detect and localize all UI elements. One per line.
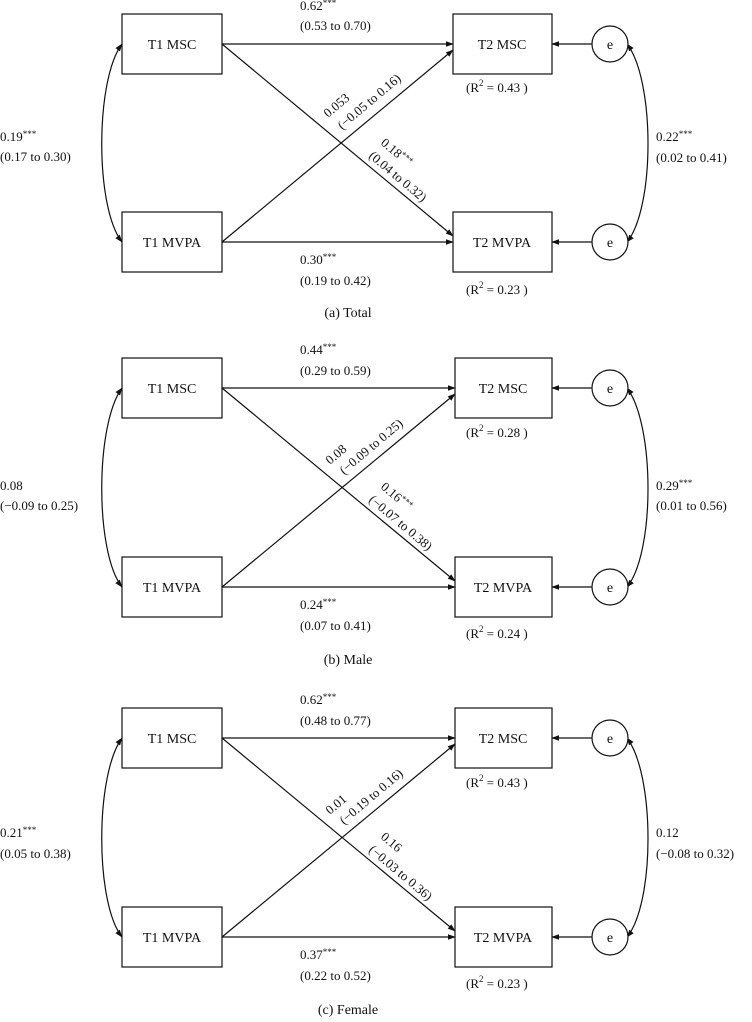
node-t1-msc: [121, 357, 223, 419]
t2-covariance-arc: [626, 387, 649, 588]
path-msc-to-mvpa: [221, 387, 456, 582]
r2-t2-msc: (R2 = 0.28 ): [466, 423, 528, 440]
ci-msc-to-msc: (0.29 to 0.59): [300, 363, 371, 378]
node-t1-mvpa: [121, 556, 223, 618]
coef-t1-covariance: 0.19***: [0, 129, 37, 144]
node-t1-msc-label: T1 MSC: [148, 38, 197, 53]
node-t1-msc-label: T1 MSC: [148, 382, 197, 397]
coef-msc-to-msc: 0.62***: [300, 692, 337, 707]
node-t2-mvpa: [454, 556, 553, 618]
coef-msc-to-msc: 0.44***: [300, 342, 337, 357]
t2-covariance-arc: [626, 737, 649, 938]
path-mvpa-to-msc: [221, 393, 456, 588]
panel-caption: (c) Female: [318, 1003, 378, 1018]
error-node-msc: [591, 719, 629, 757]
r2-t2-msc: (R2 = 0.43 ): [466, 773, 528, 790]
error-node-msc-label: e: [607, 38, 613, 53]
node-t2-mvpa: [454, 906, 553, 968]
r2-t2-mvpa: (R2 = 0.24 ): [466, 624, 528, 641]
panel-total: T1 MSC T1 MVPA T2 MSC T2 MVPA e e (R2 = …: [0, 0, 727, 321]
t1-covariance-arc: [101, 737, 123, 938]
error-node-mvpa-label: e: [607, 581, 613, 596]
node-t2-mvpa: [452, 211, 553, 273]
ci-mvpa-to-mvpa: (0.22 to 0.52): [300, 968, 371, 983]
coef-t2-covariance: 0.22***: [656, 129, 693, 144]
node-t1-mvpa: [121, 906, 223, 968]
node-t1-msc: [121, 13, 223, 75]
node-t2-msc-label: T2 MSC: [479, 382, 528, 397]
r2-t2-msc: (R2 = 0.43 ): [466, 78, 528, 95]
error-node-mvpa: [591, 223, 629, 261]
error-node-mvpa-label: e: [607, 931, 613, 946]
ci-t1-covariance: (0.05 to 0.38): [0, 846, 71, 861]
node-t1-mvpa-label: T1 MVPA: [143, 236, 202, 251]
ci-mvpa-to-mvpa: (0.19 to 0.42): [300, 273, 371, 288]
r2-t2-mvpa: (R2 = 0.23 ): [466, 974, 528, 991]
node-t1-msc: [121, 707, 223, 769]
error-node-msc-label: e: [607, 382, 613, 397]
ci-t2-covariance: (0.02 to 0.41): [656, 150, 727, 165]
ci-t2-covariance: (−0.08 to 0.32): [656, 846, 734, 861]
coef-t2-covariance: 0.29***: [656, 478, 693, 493]
ci-t2-covariance: (0.01 to 0.56): [656, 498, 727, 513]
t1-covariance-arc: [101, 43, 123, 243]
node-t1-mvpa-label: T1 MVPA: [143, 581, 202, 596]
coef-t1-covariance: 0.21***: [0, 825, 37, 840]
node-t1-msc-label: T1 MSC: [148, 732, 197, 747]
node-t2-mvpa-label: T2 MVPA: [474, 581, 533, 596]
error-node-msc: [591, 25, 629, 63]
path-mvpa-to-msc: [221, 49, 454, 243]
path-msc-to-mvpa: [221, 737, 456, 932]
ci-msc-to-msc: (0.48 to 0.77): [300, 713, 371, 728]
node-t1-mvpa: [121, 211, 223, 273]
node-t2-msc-label: T2 MSC: [478, 38, 527, 53]
coef-t1-covariance: 0.08: [0, 478, 23, 493]
error-node-mvpa: [591, 918, 629, 956]
error-node-mvpa: [591, 568, 629, 606]
coef-msc-to-msc: 0.62***: [300, 0, 337, 13]
error-node-mvpa-label: e: [607, 236, 613, 251]
coef-t2-covariance: 0.12: [656, 825, 679, 840]
node-t1-mvpa-label: T1 MVPA: [143, 931, 202, 946]
ci-t1-covariance: (−0.09 to 0.25): [0, 498, 78, 513]
path-mvpa-to-msc: [221, 743, 456, 938]
t1-covariance-arc: [101, 387, 123, 588]
t2-covariance-arc: [626, 43, 649, 243]
ci-mvpa-to-mvpa: (0.07 to 0.41): [300, 618, 371, 633]
error-node-msc: [591, 369, 629, 407]
panel-caption: (a) Total: [324, 306, 371, 321]
panel-female: T1 MSC T1 MVPA T2 MSC T2 MVPA e e (R2 = …: [0, 692, 734, 1018]
ci-t1-covariance: (0.17 to 0.30): [0, 149, 71, 164]
coef-mvpa-to-mvpa: 0.24***: [300, 597, 337, 612]
node-t2-msc: [452, 13, 553, 75]
node-t2-msc: [454, 357, 553, 419]
error-node-msc-label: e: [607, 732, 613, 747]
r2-t2-mvpa: (R2 = 0.23 ): [466, 280, 528, 297]
ci-msc-to-msc: (0.53 to 0.70): [300, 18, 371, 33]
panel-caption: (b) Male: [324, 653, 373, 668]
panel-male: T1 MSC T1 MVPA T2 MSC T2 MVPA e e (R2 = …: [0, 342, 727, 668]
coef-mvpa-to-mvpa: 0.37***: [300, 947, 337, 962]
ci-mvpa-to-msc: (−0.19 to 0.16): [336, 766, 405, 828]
coef-mvpa-to-mvpa: 0.30***: [300, 252, 337, 267]
path-msc-to-mvpa: [221, 43, 454, 237]
node-t2-msc-label: T2 MSC: [479, 732, 528, 747]
ci-msc-to-mvpa: (−0.03 to 0.36): [366, 842, 435, 904]
node-t2-msc: [454, 707, 553, 769]
node-t2-mvpa-label: T2 MVPA: [473, 236, 532, 251]
node-t2-mvpa-label: T2 MVPA: [474, 931, 533, 946]
ci-mvpa-to-msc: (−0.09 to 0.25): [336, 416, 405, 478]
